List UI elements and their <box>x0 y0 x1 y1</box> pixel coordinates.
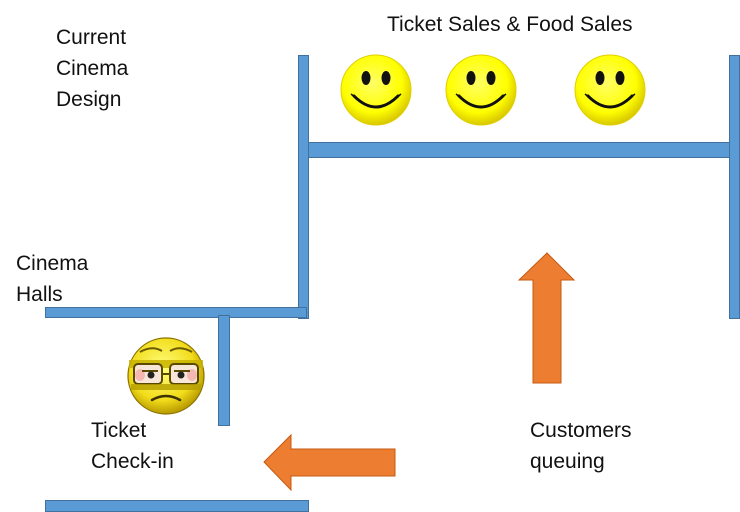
arrow-up-icon <box>517 252 576 384</box>
sales-area-label: Ticket Sales & Food Sales <box>387 9 633 40</box>
queue-label-line-2: queuing <box>530 450 605 473</box>
queue-label-line-1: Customers <box>530 419 632 442</box>
halls-label: Cinema Halls <box>16 248 88 310</box>
checkin-label-line-1: Ticket <box>91 419 147 442</box>
checkin-label-line-2: Check-in <box>91 450 174 473</box>
title-line-3: Design <box>56 88 122 111</box>
checkin-label: Ticket Check-in <box>91 415 174 477</box>
title-line-2: Cinema <box>56 57 129 80</box>
wall-left-vertical <box>298 55 309 319</box>
halls-label-line-2: Halls <box>16 283 63 306</box>
sales-area-label-text: Ticket Sales & Food Sales <box>387 13 633 36</box>
happy-face-icon <box>445 54 517 126</box>
halls-label-line-1: Cinema <box>16 252 89 275</box>
halls-wall-horizontal <box>45 307 307 318</box>
arrow-left-icon <box>263 433 396 492</box>
title-line-1: Current <box>56 26 127 49</box>
checkin-divider <box>218 315 230 426</box>
queue-label: Customers queuing <box>530 415 632 477</box>
bored-face-icon <box>127 337 205 415</box>
happy-face-icon <box>574 54 646 126</box>
diagram-title: Current Cinema Design <box>56 22 128 115</box>
happy-face-icon <box>340 54 412 126</box>
